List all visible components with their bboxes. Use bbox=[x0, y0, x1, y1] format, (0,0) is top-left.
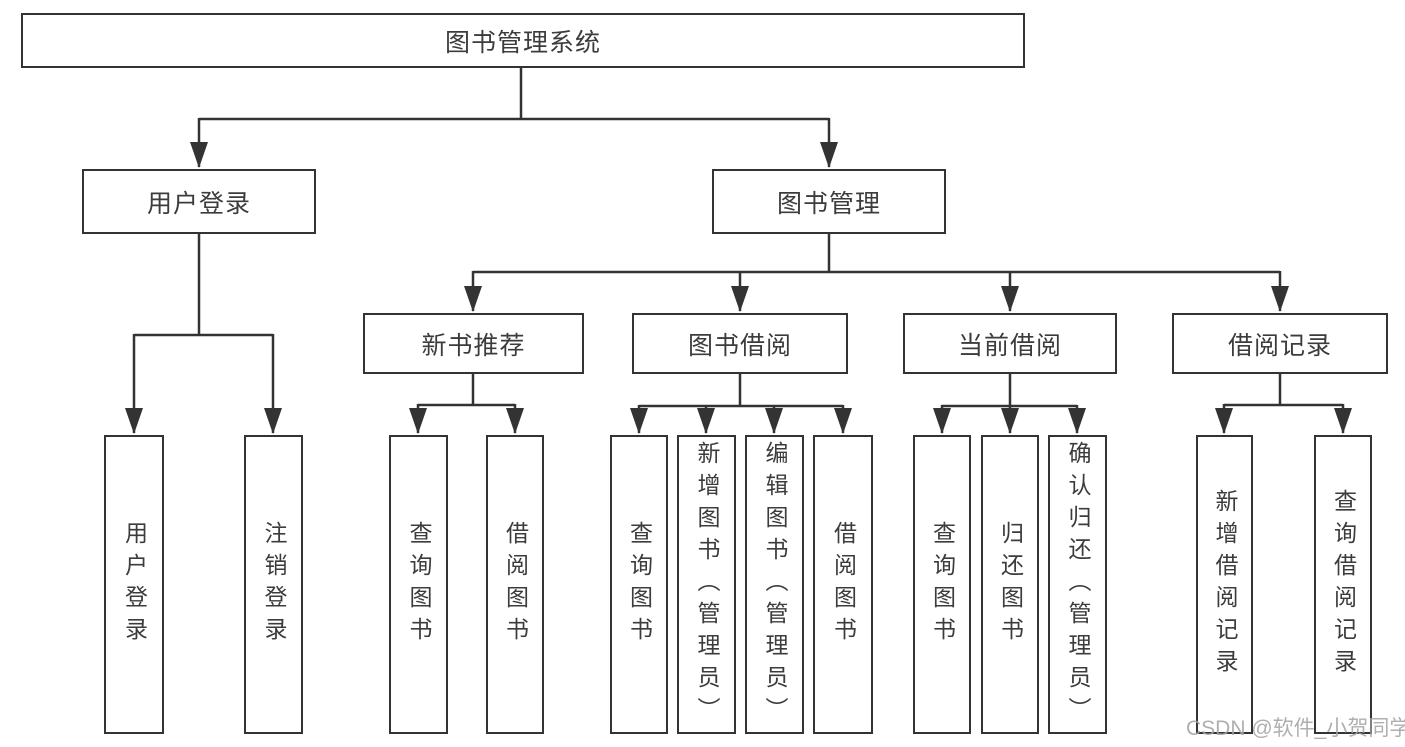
leaf-query-book-current: 查询图书 bbox=[913, 435, 971, 734]
leaf-return-book-label: 归还图书 bbox=[997, 520, 1024, 649]
node-current-borrow-label: 当前借阅 bbox=[957, 331, 1062, 360]
leaf-add-borrow-record-label: 新增借阅记录 bbox=[1212, 488, 1238, 681]
leaf-edit-book-admin-label: 编辑图书（管理员） bbox=[762, 440, 788, 729]
leaf-borrow-book: 借阅图书 bbox=[813, 435, 873, 734]
node-new-book-recommend: 新书推荐 bbox=[363, 313, 584, 374]
node-borrow-record-label: 借阅记录 bbox=[1227, 331, 1332, 360]
leaf-logout-login: 注销登录 bbox=[244, 435, 303, 734]
node-book-management-label: 图书管理 bbox=[776, 189, 881, 218]
leaf-borrow-book-recommend: 借阅图书 bbox=[486, 435, 544, 734]
leaf-query-borrow-record-label: 查询借阅记录 bbox=[1330, 488, 1357, 681]
node-new-book-recommend-label: 新书推荐 bbox=[421, 331, 526, 360]
node-book-borrow-label: 图书借阅 bbox=[687, 331, 792, 360]
leaf-query-book-current-label: 查询图书 bbox=[929, 520, 956, 649]
leaf-borrow-book-recommend-label: 借阅图书 bbox=[502, 520, 529, 649]
leaf-query-book-recommend: 查询图书 bbox=[389, 435, 448, 734]
node-root-label: 图书管理系统 bbox=[444, 28, 601, 57]
leaf-query-borrow-record: 查询借阅记录 bbox=[1314, 435, 1372, 734]
leaf-confirm-return-admin-label: 确认归还（管理员） bbox=[1065, 440, 1091, 729]
leaf-return-book: 归还图书 bbox=[981, 435, 1039, 734]
leaf-query-book-borrow-label: 查询图书 bbox=[626, 520, 653, 649]
leaf-edit-book-admin: 编辑图书（管理员） bbox=[745, 435, 804, 734]
csdn-watermark: CSDN @软件_小贺同学 bbox=[1186, 717, 1405, 740]
leaf-add-borrow-record: 新增借阅记录 bbox=[1196, 435, 1253, 734]
leaf-logout-login-label: 注销登录 bbox=[261, 520, 287, 649]
node-root: 图书管理系统 bbox=[21, 13, 1025, 68]
node-book-borrow: 图书借阅 bbox=[632, 313, 848, 374]
node-user-login: 用户登录 bbox=[82, 169, 316, 234]
leaf-user-login: 用户登录 bbox=[104, 435, 164, 734]
leaf-user-login-label: 用户登录 bbox=[121, 520, 148, 649]
leaf-query-book-borrow: 查询图书 bbox=[610, 435, 668, 734]
leaf-confirm-return-admin: 确认归还（管理员） bbox=[1048, 435, 1107, 734]
node-book-management: 图书管理 bbox=[712, 169, 946, 234]
node-borrow-record: 借阅记录 bbox=[1172, 313, 1388, 374]
leaf-borrow-book-label: 借阅图书 bbox=[830, 520, 857, 649]
node-current-borrow: 当前借阅 bbox=[903, 313, 1117, 374]
leaf-add-book-admin: 新增图书（管理员） bbox=[677, 435, 736, 734]
leaf-query-book-recommend-label: 查询图书 bbox=[406, 520, 432, 649]
node-user-login-label: 用户登录 bbox=[146, 189, 251, 218]
leaf-add-book-admin-label: 新增图书（管理员） bbox=[694, 440, 720, 729]
